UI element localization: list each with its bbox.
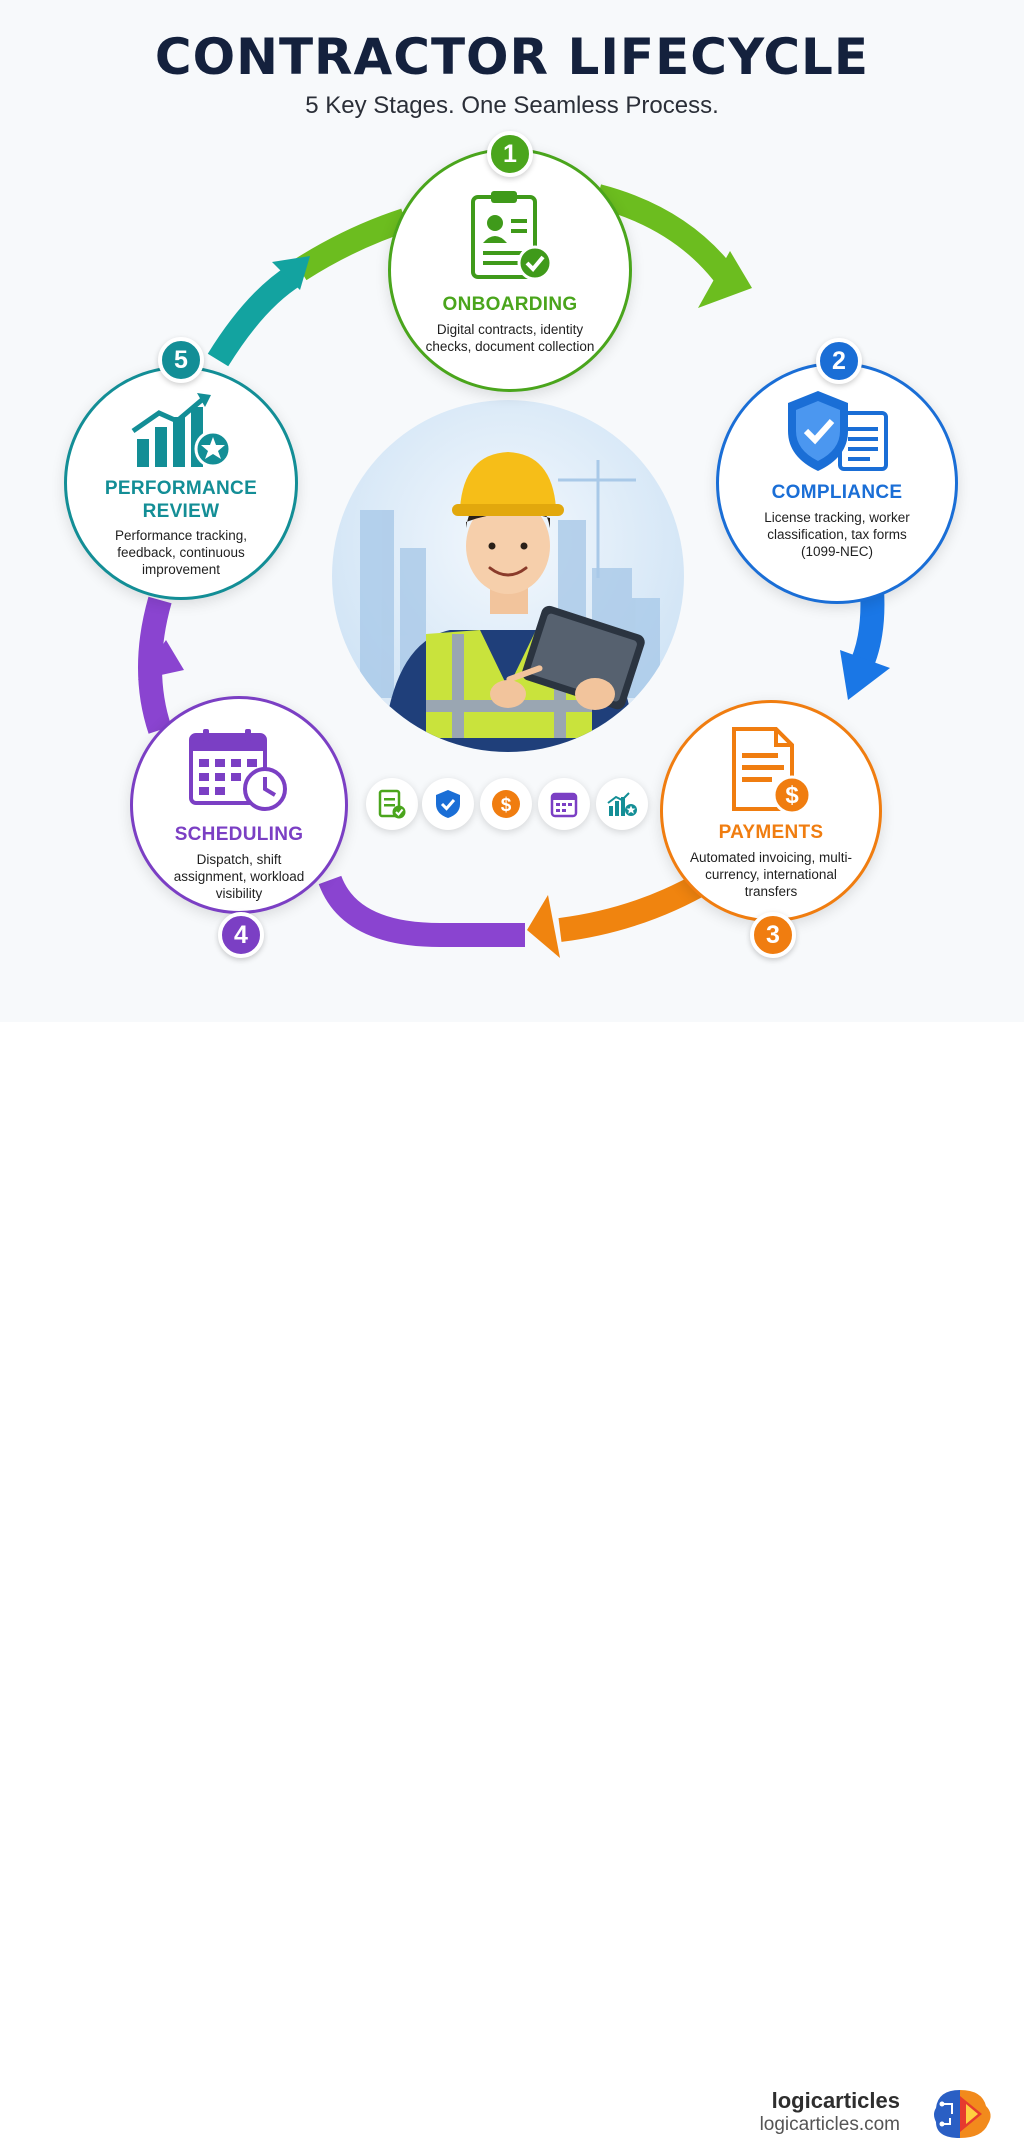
stage-1-title: ONBOARDING <box>442 294 578 315</box>
arrow-4-to-5-head <box>138 640 184 680</box>
arrow-5-to-1-head <box>272 256 310 290</box>
page-subtitle: 5 Key Stages. One Seamless Process. <box>305 92 719 119</box>
stage-1-description: Digital contracts, identity checks, docu… <box>425 322 595 354</box>
stage-3-description: Automated invoicing, multi-currency, int… <box>689 850 853 899</box>
stage-scheduling: SCHEDULING Dispatch, shift assignment, w… <box>130 696 348 914</box>
infographic: CONTRACTOR LIFECYCLE 5 Key Stages. One S… <box>0 0 1024 1022</box>
invoice-dollar-icon: $ <box>732 727 812 815</box>
stage-4-number: 4 <box>218 912 264 958</box>
stage-3-number: 3 <box>750 912 796 958</box>
chart-star-icon <box>131 393 232 468</box>
clipboard-check-icon <box>471 191 553 281</box>
arrow-3-to-4 <box>558 869 715 942</box>
shield-check-icon <box>788 391 888 471</box>
footer: logicarticles logicarticles.com <box>0 1022 1024 2138</box>
svg-text:$: $ <box>501 795 512 816</box>
stage-2-title: COMPLIANCE <box>771 482 903 503</box>
stage-4-title: SCHEDULING <box>174 824 304 845</box>
stage-2-description: License tracking, worker classification,… <box>764 510 910 559</box>
stage-performance-review: PERFORMANCE REVIEW Performance tracking,… <box>64 366 298 600</box>
arrow-5-to-1 <box>207 264 302 367</box>
calendar-clock-icon <box>189 729 287 811</box>
mini-chart-star-icon <box>596 778 648 830</box>
stage-compliance: COMPLIANCE License tracking, worker clas… <box>716 362 958 604</box>
page-title: CONTRACTOR LIFECYCLE <box>154 28 870 86</box>
contractor-illustration <box>332 400 684 752</box>
arrow-3-to-4-head <box>527 895 560 958</box>
stage-5-description: Performance tracking, feedback, continuo… <box>114 528 248 577</box>
svg-text:$: $ <box>785 782 799 809</box>
arrow-2-to-3-head <box>840 650 890 700</box>
arrow-5-to-1b <box>293 208 409 281</box>
brand-name: logicarticles <box>771 2088 900 2113</box>
arrow-4-to-5 <box>318 875 525 947</box>
mini-dollar-coin-icon: $ <box>480 778 532 830</box>
stage-4-description: Dispatch, shift assignment, workload vis… <box>173 852 305 901</box>
logicarticles-logo-icon <box>934 2090 991 2138</box>
stage-1-number: 1 <box>487 131 533 177</box>
stage-2-number: 2 <box>816 338 862 384</box>
mini-calendar-icon <box>538 778 590 830</box>
stage-5-title: PERFORMANCE REVIEW <box>104 478 258 522</box>
stage-onboarding: ONBOARDING Digital contracts, identity c… <box>388 148 632 392</box>
stage-3-title: PAYMENTS <box>718 822 824 843</box>
mini-shield-check-icon <box>422 778 474 830</box>
mini-clipboard-check-icon <box>366 778 418 830</box>
stage-5-number: 5 <box>158 337 204 383</box>
arrow-1-to-2-head <box>698 251 752 308</box>
brand-url: logicarticles.com <box>759 2114 900 2135</box>
stage-payments: $ PAYMENTS Automated invoicing, multi-cu… <box>660 700 882 922</box>
